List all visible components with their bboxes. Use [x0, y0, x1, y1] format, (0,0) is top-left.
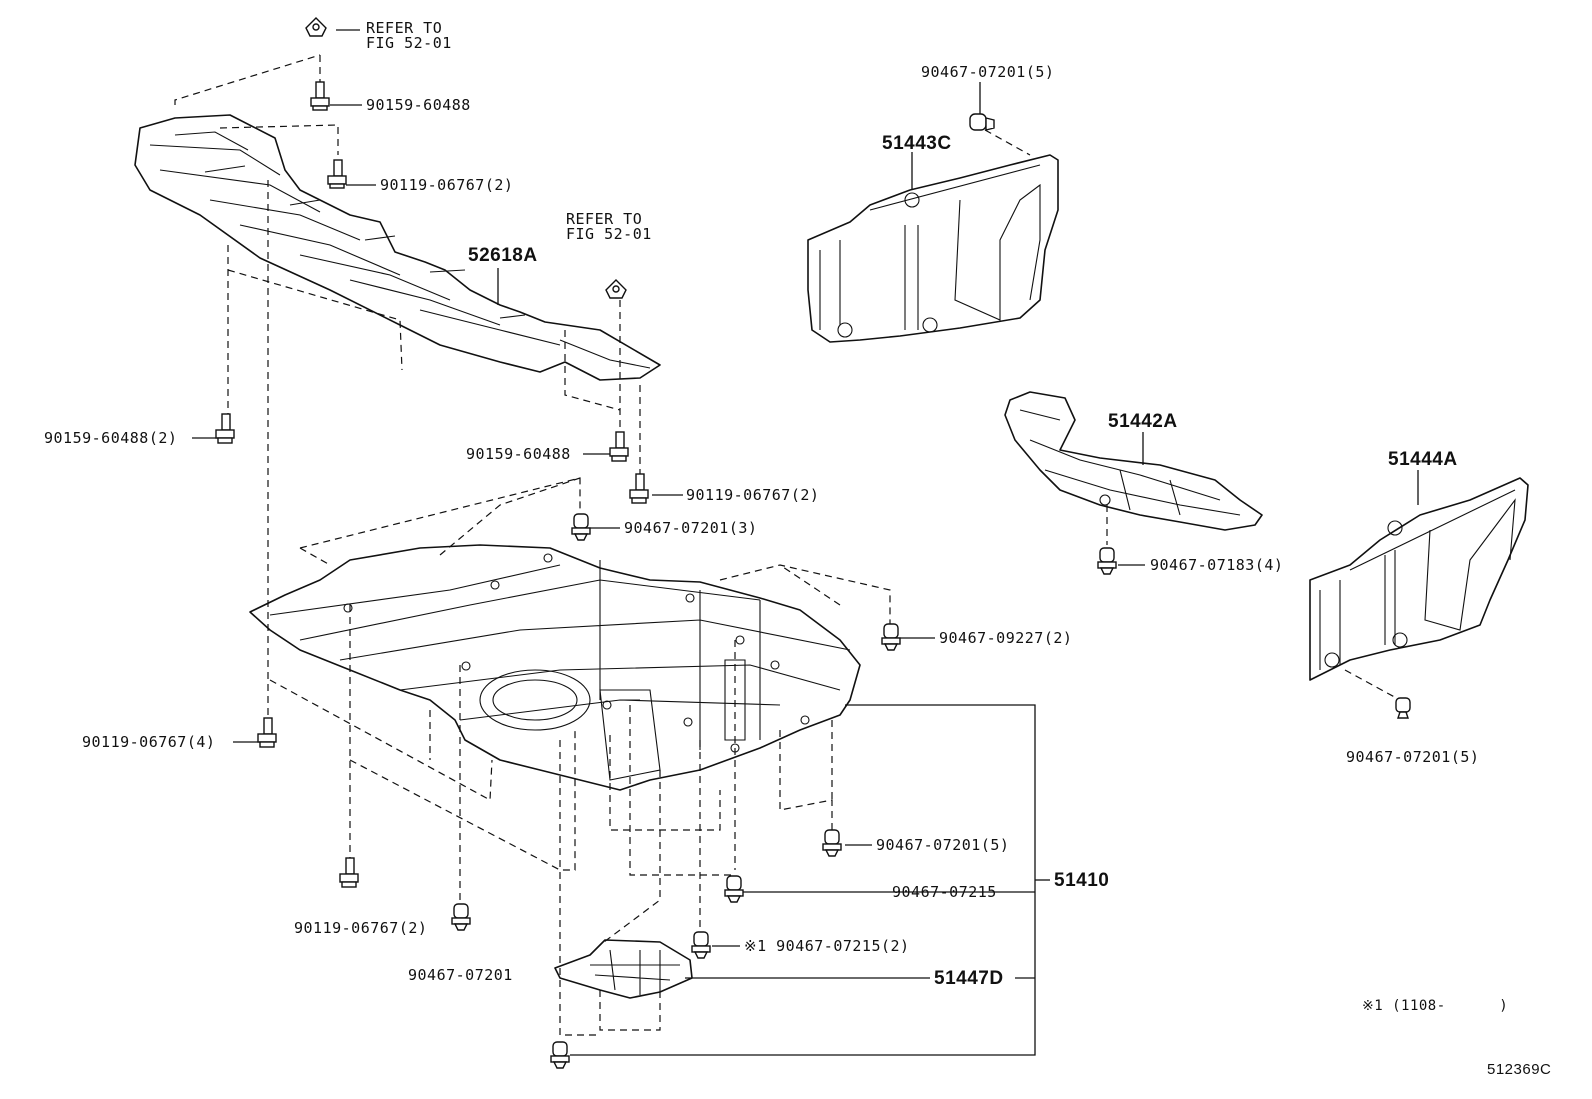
clip-fastener	[724, 875, 744, 903]
part-label: 90467-07201(5)	[876, 836, 1010, 854]
clip-fastener	[451, 903, 471, 931]
bolt-fastener	[257, 717, 277, 748]
part-label: 90467-07201(5)	[921, 63, 1055, 81]
clip-fastener	[1097, 547, 1117, 575]
bolt-fastener	[327, 159, 347, 189]
part-label: 90467-07215	[892, 883, 997, 901]
part-label: 90119-06767(2)	[380, 176, 514, 194]
front-spoiler-cover-52618A	[134, 114, 661, 381]
refer-to-line: REFER TO	[566, 210, 643, 228]
assembly-dashed-lines	[174, 54, 1401, 1036]
splash-shield-51442A	[1004, 391, 1263, 531]
splash-shield-51444A	[1309, 477, 1529, 681]
bolt-fastener	[609, 431, 629, 462]
clip-fastener	[881, 623, 901, 651]
bolt-fastener	[215, 413, 235, 444]
engine-under-cover-51443C	[807, 154, 1059, 343]
part-label-51443C: 51443C	[882, 133, 952, 154]
clip-fastener	[969, 113, 995, 131]
part-label-51442A: 51442A	[1108, 411, 1178, 432]
fasteners	[215, 17, 1411, 1069]
part-label: 90159-60488(2)	[44, 429, 178, 447]
part-label: 90119-06767(4)	[82, 733, 216, 751]
clip-fastener	[691, 931, 711, 959]
clip-fastener	[571, 513, 591, 541]
part-label: 90467-07201(3)	[624, 519, 758, 537]
bolt-fastener	[339, 857, 359, 888]
clip-fastener	[605, 279, 627, 299]
part-label-51410: 51410	[1054, 870, 1110, 891]
part-label: 90119-06767(2)	[686, 486, 820, 504]
bolt-fastener	[629, 473, 649, 504]
part-label: 90467-09227(2)	[939, 629, 1073, 647]
part-label-51444A: 51444A	[1388, 449, 1458, 470]
part-label-51447D: 51447D	[934, 968, 1004, 989]
under-cover-51447D	[554, 939, 693, 999]
clip-fastener	[1395, 697, 1411, 719]
part-label: ※1 90467-07215(2)	[744, 937, 910, 955]
clip-fastener	[550, 1041, 570, 1069]
part-label: 90159-60488	[466, 445, 571, 463]
part-label-52618A: 52618A	[468, 245, 538, 266]
engine-under-cover-51410	[249, 544, 861, 791]
part-label: 90467-07183(4)	[1150, 556, 1284, 574]
bolt-fastener	[310, 81, 330, 111]
clip-fastener	[305, 17, 327, 37]
leader-lines	[192, 29, 1419, 1056]
fig-ref-line: FIG 52-01	[566, 225, 652, 243]
refer-to-line: REFER TO	[366, 19, 443, 37]
clip-fastener	[822, 829, 842, 857]
part-label: 90119-06767(2)	[294, 919, 428, 937]
part-label: 90467-07201(5)	[1346, 748, 1480, 766]
part-label: 90467-07201	[408, 966, 513, 984]
footnote: ※1 (1108- )	[1362, 998, 1509, 1014]
figure-id: 512369C	[1487, 1061, 1552, 1078]
part-label: 90159-60488	[366, 96, 471, 114]
fig-ref-line: FIG 52-01	[366, 34, 452, 52]
